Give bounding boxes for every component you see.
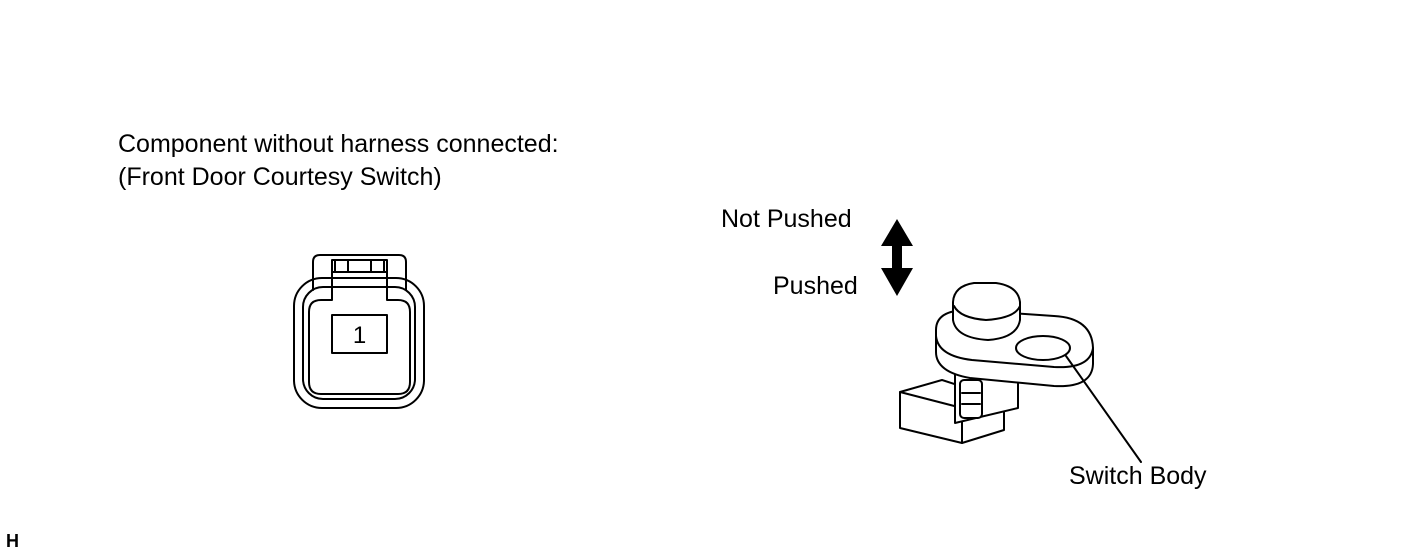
switch-mounting-hole (1015, 335, 1071, 361)
switch-body-leader-line (1065, 355, 1142, 463)
connector-pin-box (331, 314, 388, 354)
connector-middle-housing (302, 286, 416, 400)
switch-stem-window (959, 379, 983, 419)
connector-pin-label: 1 (353, 322, 366, 349)
connector-inner-face (308, 259, 411, 395)
connector-lock-tab (312, 254, 407, 291)
label-not-pushed: Not Pushed (721, 205, 852, 233)
connector-tab-slot-right (370, 259, 385, 273)
corner-mark: H (6, 531, 19, 551)
connector-outer-housing (293, 277, 425, 409)
push-direction-arrow (881, 219, 913, 296)
connector-front-view (293, 254, 425, 409)
connector-tab-slot-left (334, 259, 349, 273)
diagram-caption: Component without harness connected: (Fr… (118, 128, 559, 194)
switch-plunger (952, 282, 1021, 341)
label-pushed: Pushed (773, 272, 858, 300)
caption-line-1: Component without harness connected: (118, 130, 559, 158)
caption-line-2: (Front Door Courtesy Switch) (118, 163, 442, 191)
courtesy-switch-illustration (899, 282, 1094, 444)
label-switch-body: Switch Body (1069, 462, 1207, 490)
